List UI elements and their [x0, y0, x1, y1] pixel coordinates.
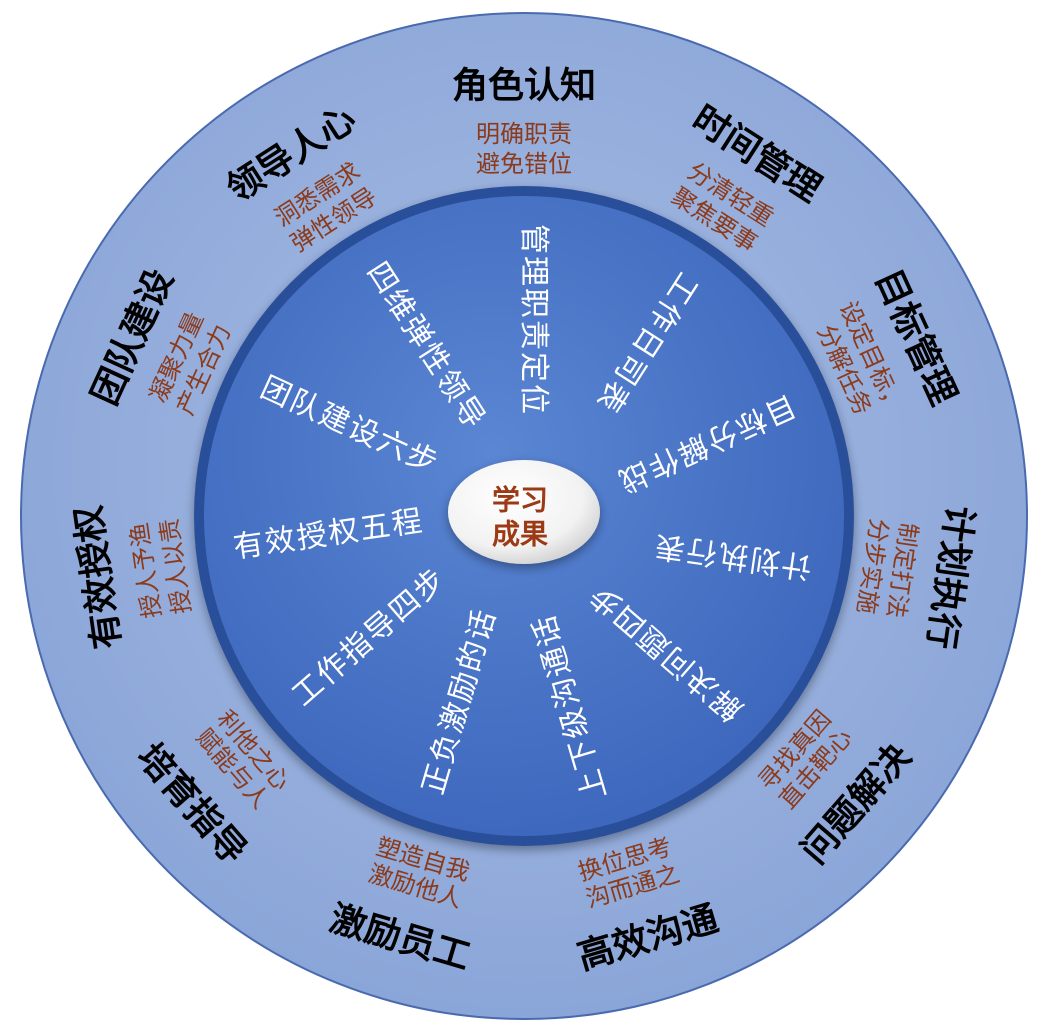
center-label-line2: 成果	[492, 518, 548, 551]
center-bubble	[448, 460, 600, 564]
segment-subtitle-line2: 避免错位	[476, 150, 572, 178]
segment-title: 角色认知	[452, 66, 596, 107]
segment-subtitle-line1: 明确职责	[476, 120, 572, 148]
center-label-line1: 学习	[492, 484, 548, 517]
